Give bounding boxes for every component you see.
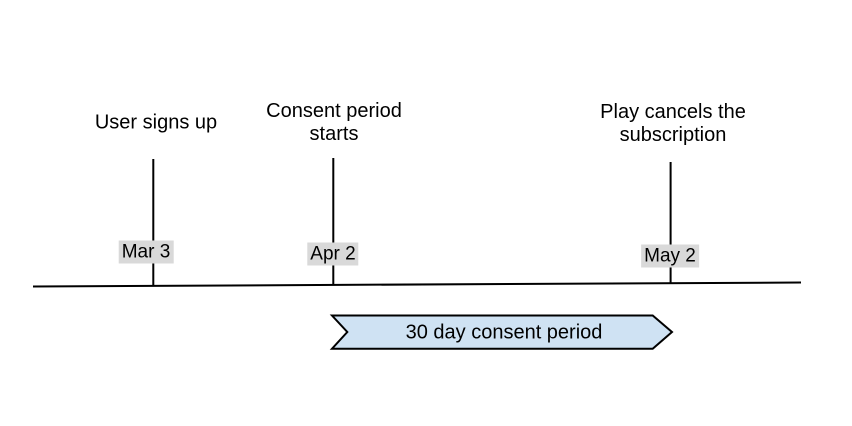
consent-period-ribbon bbox=[329, 314, 674, 350]
timeline-axis bbox=[32, 281, 802, 288]
date-label-apr-2: Apr 2 bbox=[307, 242, 359, 266]
event-title-user-signs-up: User signs up bbox=[94, 111, 218, 134]
event-title-play-cancels-subscription: Play cancels the subscription bbox=[600, 101, 746, 146]
date-label-mar-3: Mar 3 bbox=[118, 240, 174, 264]
date-label-may-2: May 2 bbox=[641, 244, 699, 268]
event-title-consent-period-starts: Consent period starts bbox=[266, 100, 402, 145]
consent-period-ribbon-label: 30 day consent period bbox=[405, 321, 603, 343]
